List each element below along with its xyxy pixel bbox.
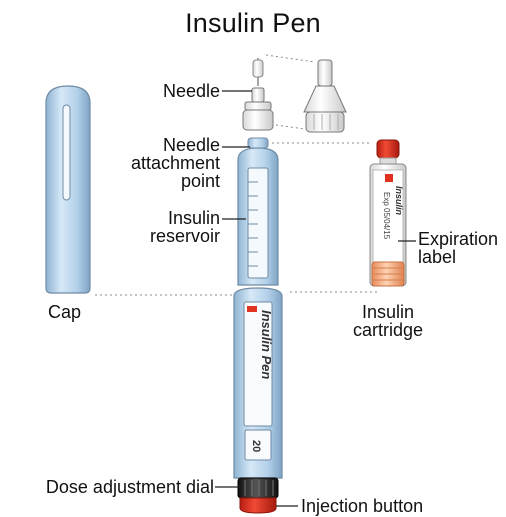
label-needle-attachment-point: Needle attachment point	[131, 136, 220, 190]
label-dose-adjustment-dial: Dose adjustment dial	[46, 478, 214, 496]
cap	[46, 86, 90, 293]
label-needle: Needle	[163, 82, 220, 100]
label-expiration-label: Expiration label	[418, 230, 498, 266]
label-cap: Cap	[48, 303, 81, 321]
needle	[243, 58, 273, 130]
dial-window-text: 20	[250, 440, 262, 452]
label-insulin-cartridge: Insulin cartridge	[338, 303, 438, 339]
label-insulin-reservoir: Insulin reservoir	[150, 209, 220, 245]
barrel-brand-text: Insulin Pen	[259, 310, 274, 379]
injection-button	[240, 498, 276, 513]
cartridge-exp-text: Exp 05/04/15	[382, 192, 391, 240]
dose-adjustment-dial	[238, 478, 278, 498]
cartridge-brand-text: Insulin	[394, 186, 404, 216]
label-injection-button: Injection button	[301, 497, 423, 515]
needle-outer-cap	[304, 60, 346, 132]
pen-reservoir-section	[238, 138, 278, 285]
